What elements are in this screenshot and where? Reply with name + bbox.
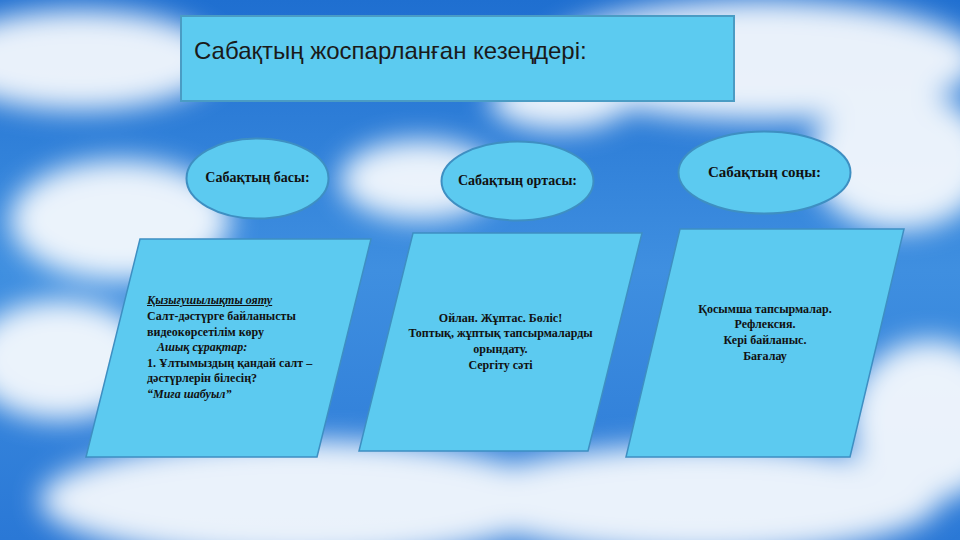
shape-fill	[626, 229, 904, 457]
text-area: Сабақтың соңы:	[687, 138, 842, 207]
shape-fill	[359, 233, 642, 451]
stage-ellipse: Сабақтың басы:	[185, 137, 330, 220]
content-parallelogram: Қызығушылықты оятуСалт-дәстүрге байланыс…	[85, 238, 372, 458]
activity-text: Қосымша тапсырмалар.	[680, 302, 850, 318]
activity-text: Ашық сұрақтар:	[147, 340, 317, 356]
content-parallelogram: Ойлан. Жұптас. Бөліс!Топтық, жұптық тапс…	[358, 232, 643, 452]
activity-text: Сергіту сәті	[408, 358, 593, 374]
text-area: Сабақтың басы:	[195, 147, 320, 210]
content-parallelogram: Қосымша тапсырмалар.Рефлексия.Кері байла…	[625, 228, 905, 458]
activity-text: Бағалау	[680, 349, 850, 365]
activity-text: Рефлексия.	[680, 317, 850, 333]
text-area: Қызығушылықты оятуСалт-дәстүрге байланыс…	[147, 268, 317, 428]
text-area: Қосымша тапсырмалар.Рефлексия.Кері байла…	[680, 293, 850, 373]
shape-fill	[679, 132, 851, 214]
stage-label: Сабақтың басы:	[195, 169, 320, 187]
activity-text: 1. Ұлтымыздың қандай салт –дәстүрлерін б…	[147, 356, 317, 387]
activity-text: Ойлан. Жұптас. Бөліс!	[408, 311, 593, 327]
shape-fill	[442, 142, 594, 221]
activity-text: Кері байланыс.	[680, 333, 850, 349]
activity-text: Салт-дәстүрге байланысты видеокөрсетілім…	[147, 309, 317, 340]
activity-text: Қызығушылықты ояту	[147, 293, 317, 309]
shape-fill	[86, 239, 371, 457]
title-box: Сабақтың жоспарланған кезеңдері:	[180, 15, 735, 102]
stage-label: Сабақтың соңы:	[687, 163, 842, 183]
activity-text: Топтық, жұптық тапсырмаларды орындату.	[408, 326, 593, 357]
text-area: Сабақтың ортасы:	[450, 150, 585, 212]
stage-ellipse: Сабақтың ортасы:	[440, 140, 595, 222]
stage-label: Сабақтың ортасы:	[450, 172, 585, 190]
stage-ellipse: Сабақтың соңы:	[677, 130, 852, 215]
text-area: Ойлан. Жұптас. Бөліс!Топтық, жұптық тапс…	[408, 292, 593, 392]
shape-fill	[187, 139, 329, 219]
activity-text: “Миға шабуыл”	[147, 387, 317, 403]
